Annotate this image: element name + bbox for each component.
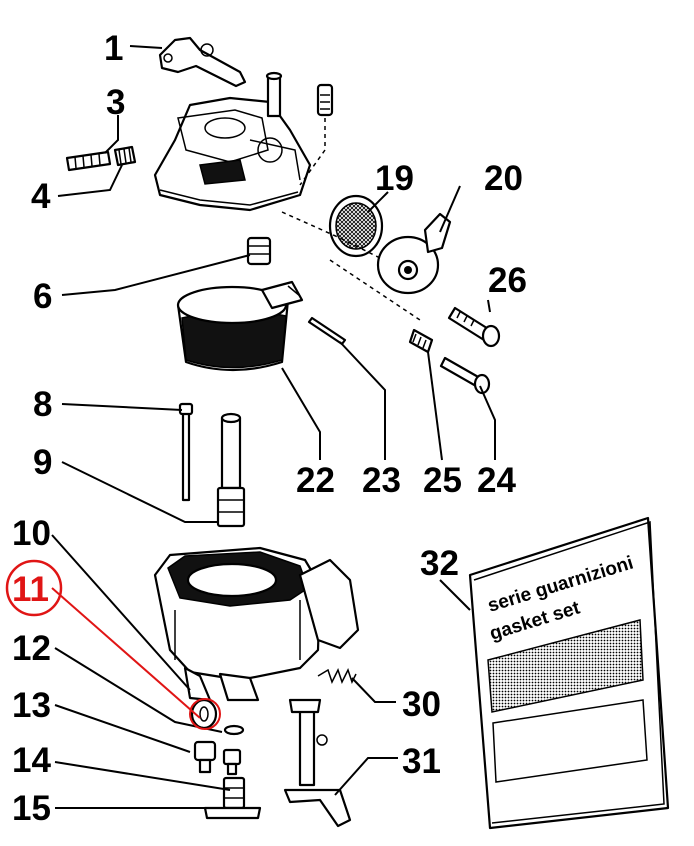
label-part-11: 11: [12, 570, 49, 609]
label-part-15: 15: [12, 789, 51, 828]
label-part-25: 25: [423, 461, 462, 500]
part-22-float: [176, 280, 304, 372]
label-part-26: 26: [488, 261, 527, 300]
label-part-8: 8: [33, 385, 52, 424]
label-part-30: 30: [402, 685, 441, 724]
part-30-spring: [317, 668, 357, 684]
part-20-valve: [376, 212, 452, 295]
part-4-spring: [113, 145, 137, 167]
label-part-19: 19: [375, 159, 414, 198]
label-part-1: 1: [104, 29, 123, 68]
part-12-washer: [223, 724, 245, 736]
part-32-gasket-set-box: serie guarnizioni gasket set: [468, 516, 670, 830]
part-15-drain: [203, 776, 262, 820]
part-carburetor-body: [153, 546, 360, 702]
label-part-22: 22: [296, 461, 335, 500]
label-part-23: 23: [362, 461, 401, 500]
part-13-plug: [193, 740, 217, 774]
part-numbers: 1 3 4 6 8 9 10 11 12 13 14 15 19 20 22 2…: [5, 29, 527, 828]
highlight-part-11-ring: [189, 698, 221, 730]
label-part-12: 12: [12, 629, 51, 668]
label-part-32: 32: [420, 544, 459, 583]
label-part-24: 24: [477, 461, 516, 500]
label-part-4: 4: [31, 177, 51, 216]
label-part-3: 3: [106, 83, 125, 122]
part-body-screw: [299, 83, 334, 186]
part-1-lever: [158, 36, 247, 88]
part-31-lever: [283, 698, 352, 828]
label-part-31: 31: [402, 742, 441, 781]
part-23-needle: [307, 316, 347, 346]
part-8-pin: [178, 402, 194, 502]
highlight-circle-11: [5, 559, 63, 617]
part-9-tube: [216, 412, 246, 528]
part-25-spring: [408, 328, 434, 354]
leader-lines: [51, 45, 496, 809]
part-14-jet: [222, 748, 242, 776]
label-part-14: 14: [12, 741, 51, 780]
part-26-screw: [447, 306, 501, 348]
part-3-screw: [65, 150, 112, 172]
part-24-screw: [439, 356, 491, 395]
label-part-10: 10: [12, 514, 51, 553]
part-6-jet: [246, 236, 272, 266]
part-throttle-body: [153, 71, 312, 212]
label-part-13: 13: [12, 686, 51, 725]
label-part-20: 20: [484, 159, 523, 198]
label-part-9: 9: [33, 443, 52, 482]
label-part-6: 6: [33, 277, 52, 316]
